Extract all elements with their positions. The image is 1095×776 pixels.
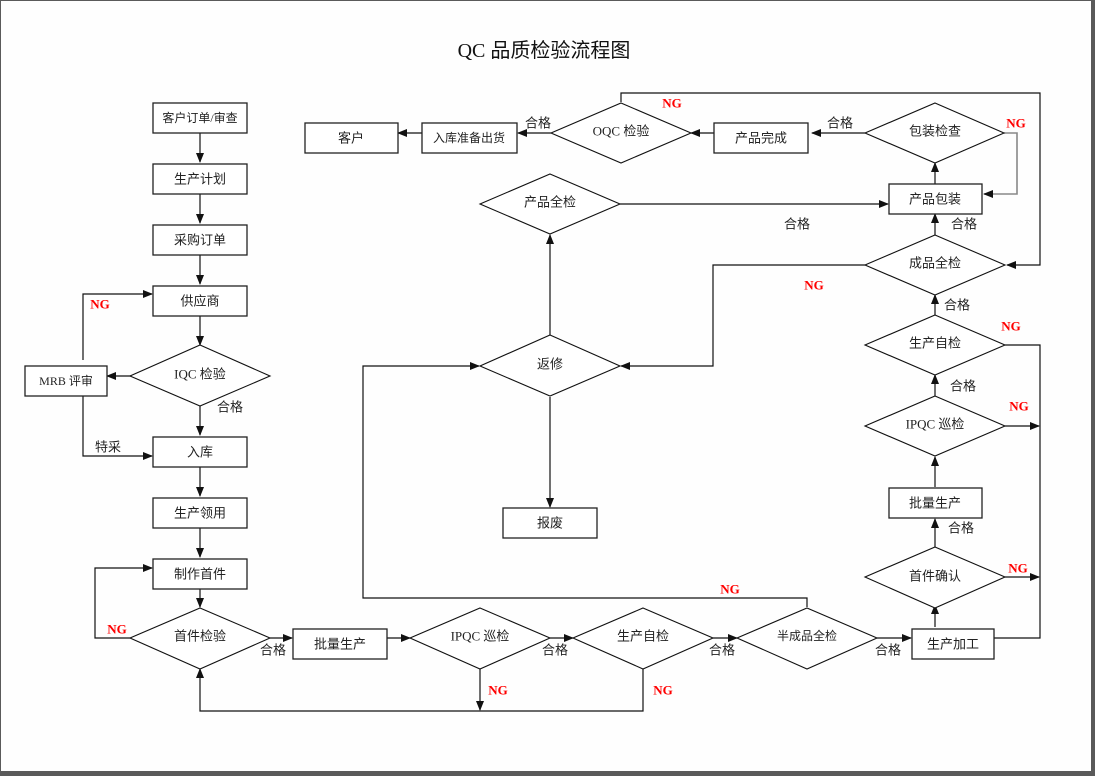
decision-semi-finished-check[interactable]: 半成品全检 <box>735 607 879 670</box>
node-label: 生产领用 <box>174 506 226 521</box>
node-label: 返修 <box>537 357 563 372</box>
label-pass-self-bottom: 合格 <box>709 643 735 658</box>
label-pass-oqc: 合格 <box>525 116 551 131</box>
node-product-complete[interactable]: 产品完成 <box>713 122 809 154</box>
node-label: 生产自检 <box>909 336 961 351</box>
node-label: 产品全检 <box>524 195 576 210</box>
node-label: 供应商 <box>180 294 219 309</box>
label-ng-fai: NG <box>107 622 127 637</box>
node-label: IPQC 巡检 <box>906 417 965 432</box>
page-title: QC 品质检验流程图 <box>458 39 631 62</box>
arrow-self-ng-return <box>196 668 644 712</box>
label-pass-iqc: 合格 <box>217 400 243 415</box>
node-label: IQC 检验 <box>174 367 226 382</box>
node-scrap[interactable]: 报废 <box>502 507 598 539</box>
label-ng-confirm: NG <box>1008 561 1028 576</box>
arrow-finished-ng-to-rework <box>620 264 865 370</box>
node-label: MRB 评审 <box>39 373 93 388</box>
node-label: 产品完成 <box>735 131 787 146</box>
decision-rework[interactable]: 返修 <box>478 334 622 397</box>
label-pass-packcheck: 合格 <box>827 116 853 131</box>
label-ng-ipqc-bottom: NG <box>488 683 508 698</box>
decision-packaging-check[interactable]: 包装检查 <box>863 102 1006 164</box>
node-make-first-article[interactable]: 制作首件 <box>152 558 248 590</box>
node-label: 生产计划 <box>174 172 226 187</box>
decision-finished-full-check[interactable]: 成品全检 <box>863 234 1007 296</box>
node-production-requisition[interactable]: 生产领用 <box>152 497 248 529</box>
arrow-packcheck-ng <box>983 132 1018 198</box>
node-label: 半成品全检 <box>777 628 837 643</box>
decision-first-article-confirm[interactable]: 首件确认 <box>863 546 1007 609</box>
decision-ipqc-patrol-bottom[interactable]: IPQC 巡检 <box>408 607 552 670</box>
node-label: 客户 <box>338 131 364 146</box>
arrow-oqc-ng <box>620 92 1041 269</box>
node-label: 首件确认 <box>909 569 961 584</box>
node-production-processing[interactable]: 生产加工 <box>911 628 995 660</box>
node-supplier[interactable]: 供应商 <box>152 285 248 317</box>
decision-first-article-inspection[interactable]: 首件检验 <box>128 607 272 670</box>
label-ng-ipqc-right: NG <box>1009 399 1029 414</box>
label-special-purchase: 特采 <box>95 440 121 455</box>
node-label: 批量生产 <box>314 637 366 652</box>
node-customer-order[interactable]: 客户订单/审查 <box>152 102 248 134</box>
node-warehouse-in[interactable]: 入库 <box>152 436 248 468</box>
label-pass-fai: 合格 <box>260 643 286 658</box>
label-pass-ipqc-bottom: 合格 <box>542 643 568 658</box>
arrow-semi-ng-to-rework <box>362 362 808 607</box>
node-label: 入库准备出货 <box>433 130 505 145</box>
node-label: 采购订单 <box>174 233 226 248</box>
label-pass-full-check: 合格 <box>784 217 810 232</box>
arrow-mrb-to-supplier <box>82 290 153 360</box>
label-ng-mrb: NG <box>90 297 110 312</box>
node-label: 生产加工 <box>927 637 979 652</box>
label-pass-confirm: 合格 <box>948 521 974 536</box>
decision-product-full-check[interactable]: 产品全检 <box>478 173 622 235</box>
node-label: 客户订单/审查 <box>162 110 237 125</box>
node-label: OQC 检验 <box>593 124 650 139</box>
label-pass-ipqc-right: 合格 <box>950 379 976 394</box>
decision-oqc-inspection[interactable]: OQC 检验 <box>549 102 693 164</box>
node-label: 成品全检 <box>909 256 961 271</box>
decision-iqc-inspection[interactable]: IQC 检验 <box>128 344 272 407</box>
node-mrb-review[interactable]: MRB 评审 <box>24 365 108 397</box>
arrow-mrb-to-warehouse <box>82 392 153 460</box>
arrow-fai-ng-loop <box>94 564 153 639</box>
node-label: 制作首件 <box>174 567 226 582</box>
node-label: 生产自检 <box>617 629 669 644</box>
decision-ipqc-patrol-right[interactable]: IPQC 巡检 <box>863 395 1007 457</box>
node-label: 报废 <box>537 516 563 531</box>
node-customer[interactable]: 客户 <box>304 122 399 154</box>
node-mass-production-bottom[interactable]: 批量生产 <box>292 628 388 660</box>
node-label: 产品包装 <box>909 192 961 207</box>
label-ng-oqc: NG <box>662 96 682 111</box>
label-ng-packcheck: NG <box>1006 116 1026 131</box>
label-pass-self-right: 合格 <box>944 298 970 313</box>
node-label: 包装检查 <box>909 124 961 139</box>
node-product-packaging[interactable]: 产品包装 <box>888 183 983 215</box>
node-label: IPQC 巡检 <box>451 629 510 644</box>
node-label: 批量生产 <box>909 496 961 511</box>
decision-self-check-right[interactable]: 生产自检 <box>863 314 1007 376</box>
node-production-plan[interactable]: 生产计划 <box>152 163 248 195</box>
label-pass-finished: 合格 <box>951 217 977 232</box>
label-ng-semi: NG <box>720 582 740 597</box>
label-ng-self-right: NG <box>1001 319 1021 334</box>
node-mass-production-right[interactable]: 批量生产 <box>888 487 983 519</box>
arrow-self-right-ng-return <box>980 344 1041 642</box>
label-ng-self-bottom: NG <box>653 683 673 698</box>
node-purchase-order[interactable]: 采购订单 <box>152 224 248 256</box>
decision-self-check-bottom[interactable]: 生产自检 <box>571 607 715 670</box>
node-label: 入库 <box>187 445 213 460</box>
label-pass-semi: 合格 <box>875 643 901 658</box>
node-label: 首件检验 <box>174 629 226 644</box>
label-ng-finished: NG <box>804 278 824 293</box>
node-ready-to-ship[interactable]: 入库准备出货 <box>421 122 518 154</box>
